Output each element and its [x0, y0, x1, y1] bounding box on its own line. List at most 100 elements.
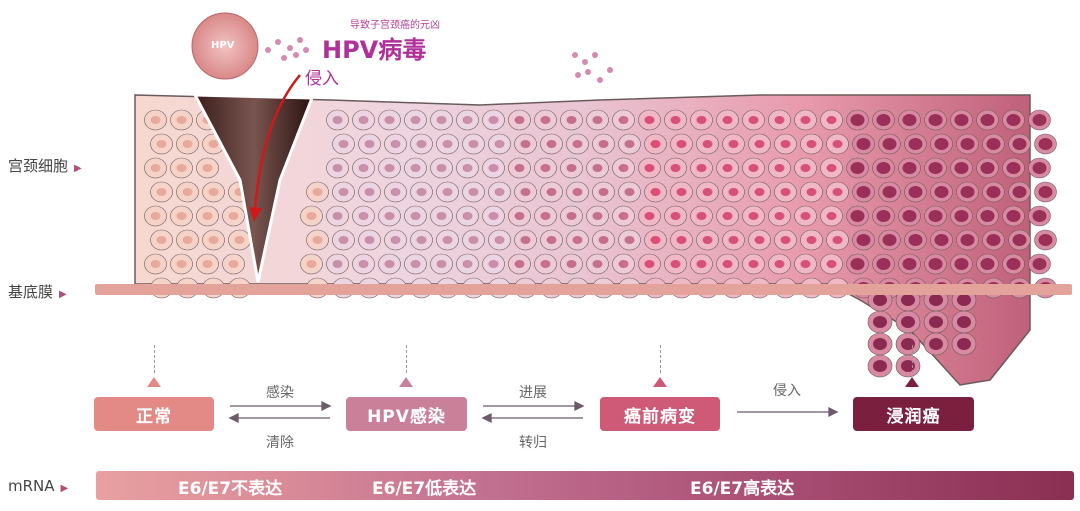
cell-nucleus — [182, 236, 193, 244]
cell-nucleus — [1038, 138, 1053, 150]
cell-nucleus — [1038, 234, 1053, 246]
cell-nucleus — [176, 116, 187, 124]
cell-nucleus — [598, 188, 609, 196]
stage-invasive-cancer: 浸润癌 — [853, 397, 974, 431]
cell-nucleus — [908, 186, 923, 198]
cell-nucleus — [806, 236, 817, 244]
cell-nucleus — [442, 140, 453, 148]
cell-nucleus — [934, 186, 949, 198]
cell-nucleus — [1006, 210, 1021, 222]
cell-nucleus — [696, 116, 707, 124]
cell-nucleus — [592, 164, 603, 172]
cell-nucleus — [934, 138, 949, 150]
basement-membrane — [95, 284, 1072, 295]
cell-nucleus — [1032, 162, 1047, 174]
cell-nucleus — [416, 236, 427, 244]
stage-precancer: 癌前病变 — [600, 397, 720, 431]
cell-nucleus — [520, 140, 531, 148]
cell-nucleus — [338, 236, 349, 244]
stage-marker-icon — [399, 377, 413, 387]
cell-nucleus — [182, 140, 193, 148]
cell-nucleus — [488, 260, 499, 268]
cell-nucleus — [520, 188, 531, 196]
cell-nucleus — [618, 212, 629, 220]
regression-label: 转归 — [519, 435, 547, 451]
stage-label: 癌前病变 — [624, 406, 696, 427]
cell-nucleus — [748, 116, 759, 124]
cell-nucleus — [957, 338, 971, 350]
cell-nucleus — [670, 260, 681, 268]
cell-nucleus — [202, 164, 213, 172]
cell-nucleus — [806, 188, 817, 196]
cell-nucleus — [832, 236, 843, 244]
stage-marker-icon — [147, 377, 161, 387]
mrna-label: mRNA▶ — [8, 477, 68, 495]
cell-nucleus — [572, 140, 583, 148]
cell-nucleus — [494, 236, 505, 244]
cell-nucleus — [722, 164, 733, 172]
cell-nucleus — [176, 164, 187, 172]
cell-nucleus — [150, 164, 161, 172]
cervical-cells-label: 宫颈细胞▶ — [8, 155, 82, 176]
cell-nucleus — [856, 138, 871, 150]
cell-nucleus — [1012, 186, 1027, 198]
cell-nucleus — [540, 164, 551, 172]
cell-nucleus — [1032, 114, 1047, 126]
basement-membrane-text: 基底膜 — [8, 283, 54, 301]
cell-nucleus — [332, 260, 343, 268]
cell-nucleus — [722, 260, 733, 268]
cell-nucleus — [514, 164, 525, 172]
virus-particle — [287, 45, 293, 51]
cell-nucleus — [468, 188, 479, 196]
cell-nucleus — [156, 236, 167, 244]
stage-marker-icon — [905, 377, 919, 387]
cell-nucleus — [980, 210, 995, 222]
cell-nucleus — [442, 236, 453, 244]
cell-nucleus — [1032, 258, 1047, 270]
cell-nucleus — [980, 162, 995, 174]
invade-label: 侵入 — [305, 69, 339, 89]
cell-nucleus — [850, 114, 865, 126]
cell-nucleus — [676, 236, 687, 244]
virus-particle — [297, 37, 303, 43]
cell-nucleus — [598, 140, 609, 148]
cell-nucleus — [876, 210, 891, 222]
cell-nucleus — [566, 212, 577, 220]
virus-particle — [265, 47, 271, 53]
cell-nucleus — [540, 116, 551, 124]
cell-nucleus — [774, 116, 785, 124]
cell-nucleus — [358, 164, 369, 172]
cell-nucleus — [676, 188, 687, 196]
cell-nucleus — [780, 188, 791, 196]
cell-nucleus — [902, 114, 917, 126]
cell-nucleus — [873, 294, 887, 306]
cell-nucleus — [702, 140, 713, 148]
cervical-tissue-illustration — [95, 12, 1072, 386]
cell-nucleus — [150, 116, 161, 124]
cell-nucleus — [436, 212, 447, 220]
cell-nucleus — [644, 260, 655, 268]
cell-nucleus — [901, 338, 915, 350]
cell-nucleus — [728, 188, 739, 196]
virus-particle — [275, 39, 281, 45]
cell-nucleus — [1006, 258, 1021, 270]
cell-nucleus — [384, 164, 395, 172]
cell-nucleus — [598, 236, 609, 244]
cell-nucleus — [358, 260, 369, 268]
invasion-label: 侵入 — [773, 383, 801, 399]
cell-nucleus — [929, 338, 943, 350]
hpv-entry-wound — [192, 93, 315, 283]
cell-nucleus — [748, 212, 759, 220]
cell-nucleus — [150, 212, 161, 220]
cell-nucleus — [928, 114, 943, 126]
cell-nucleus — [882, 234, 897, 246]
cell-nucleus — [901, 294, 915, 306]
cell-nucleus — [494, 140, 505, 148]
virus-particle — [293, 52, 299, 58]
cell-nucleus — [592, 116, 603, 124]
cell-nucleus — [546, 236, 557, 244]
cell-nucleus — [618, 164, 629, 172]
cell-nucleus — [540, 260, 551, 268]
cell-nucleus — [572, 188, 583, 196]
cell-nucleus — [850, 210, 865, 222]
